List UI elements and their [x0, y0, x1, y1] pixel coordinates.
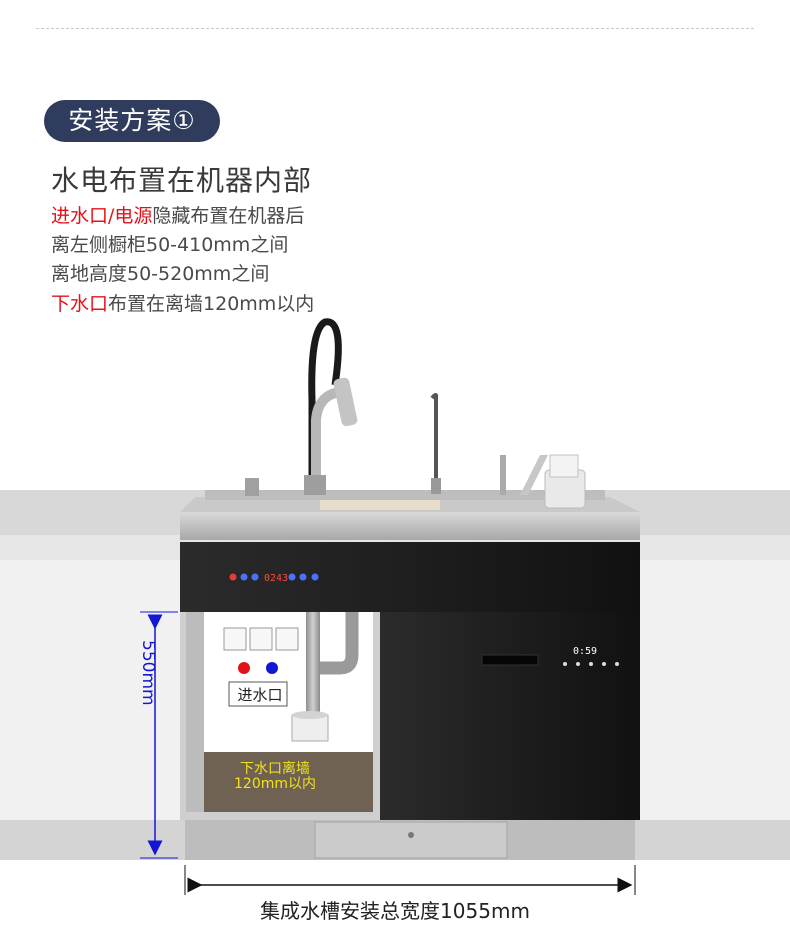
hot-inlet-dot	[238, 662, 250, 674]
inlet-label-box	[228, 681, 288, 707]
outlet-label: 下水口离墙 120mm以内	[220, 762, 330, 792]
desc-line-1-highlight: 进水口/电源	[51, 205, 153, 227]
control-panel: 0243	[180, 542, 640, 612]
drain-pipe	[291, 612, 359, 742]
width-label: 集成水槽安装总宽度1055mm	[260, 899, 530, 923]
desc-line-4-text: 布置在离墙120mm以内	[108, 293, 315, 315]
plan-badge: 安装方案①	[44, 100, 220, 142]
desc-line-4: 下水口布置在离墙120mm以内	[51, 289, 314, 316]
height-dimension	[140, 611, 178, 859]
outlet-label-line-2: 120mm以内	[234, 776, 316, 792]
inlet-label: 进水口	[237, 686, 283, 704]
desc-line-2: 离左侧橱柜50-410mm之间	[51, 234, 289, 256]
height-label: 550mm	[138, 640, 158, 706]
desc-line-4-highlight: 下水口	[51, 293, 109, 315]
utensil-rack	[500, 454, 586, 509]
cabinet-base	[185, 820, 635, 860]
width-dimension	[184, 865, 636, 895]
desc-line-1-text: 隐藏布置在机器后	[152, 205, 305, 227]
dishwasher: 0:59	[380, 612, 640, 820]
dishwasher-display: 0:59	[573, 646, 597, 657]
pull-out-faucet	[245, 318, 358, 496]
desc-line-1: 进水口/电源隐藏布置在机器后	[51, 201, 304, 228]
power-sockets	[223, 627, 299, 651]
page-title: 水电布置在机器内部	[51, 164, 313, 197]
top-divider	[36, 28, 754, 29]
filter-faucet	[430, 393, 441, 494]
panel-display: 0243	[264, 573, 288, 584]
outlet-label-line-1: 下水口离墙	[240, 761, 310, 777]
sink-basin	[180, 490, 640, 540]
cold-inlet-dot	[266, 662, 278, 674]
desc-line-3: 离地高度50-520mm之间	[51, 263, 270, 285]
